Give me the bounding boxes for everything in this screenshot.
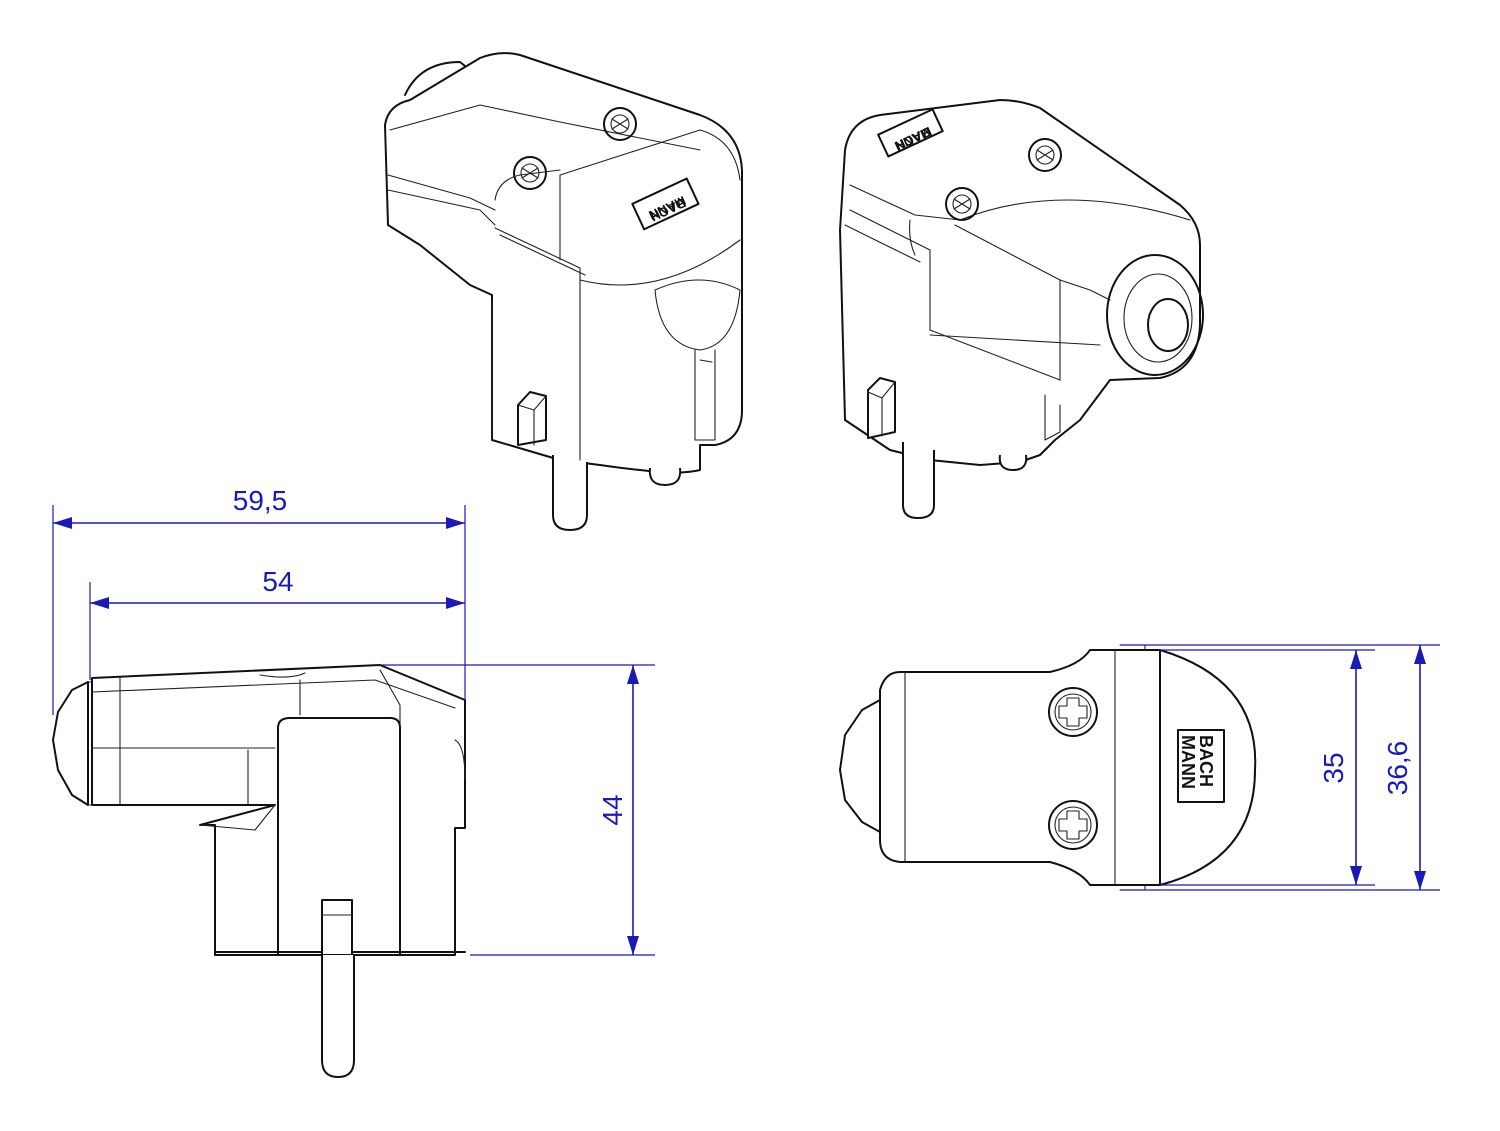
side-view — [52, 664, 466, 1078]
screw-icon — [1048, 687, 1098, 737]
cable-sleeve — [52, 681, 89, 806]
bachmann-logo: BACH MANN — [1177, 729, 1225, 803]
dim-label-54: 54 — [262, 566, 293, 597]
ground-tab — [517, 391, 547, 446]
top-view: BACH MANN — [839, 644, 1257, 891]
ground-tab — [321, 899, 353, 956]
plug-housing-left — [384, 52, 743, 474]
plug-pin — [552, 455, 588, 531]
plug-pin — [998, 454, 1028, 471]
screw-icon — [1048, 800, 1098, 850]
dimension-width-outer: 36,6 — [1120, 644, 1440, 891]
dimension-body-length: 54 — [89, 566, 465, 680]
cable-entry-ring — [1106, 254, 1204, 376]
dimension-height: 44 — [380, 664, 655, 956]
screw-icon — [603, 107, 637, 141]
pin-housing — [277, 717, 401, 956]
cable-sleeve-back — [404, 61, 471, 96]
screw-icon — [945, 187, 979, 221]
plug-pin — [902, 442, 935, 519]
svg-text:BACH: BACH — [1196, 735, 1216, 787]
dim-label-36-6: 36,6 — [1382, 741, 1413, 796]
cable-sleeve — [839, 699, 881, 833]
dimension-overall-length: 59,5 — [52, 485, 466, 715]
screw-icon — [513, 156, 547, 190]
plug-pin — [321, 955, 355, 1078]
isometric-view-right: BACH MANN — [839, 99, 1204, 519]
dim-label-35: 35 — [1318, 752, 1349, 783]
plug-housing-right — [839, 99, 1201, 466]
dim-label-44: 44 — [597, 794, 628, 825]
plug-pin — [648, 467, 682, 486]
svg-text:MANN: MANN — [1178, 735, 1198, 789]
dimension-width-inner: 35 — [1160, 649, 1375, 886]
isometric-view-left: BACH MANN — [384, 52, 743, 531]
screw-icon — [1028, 138, 1062, 172]
dim-label-59-5: 59,5 — [233, 485, 288, 516]
